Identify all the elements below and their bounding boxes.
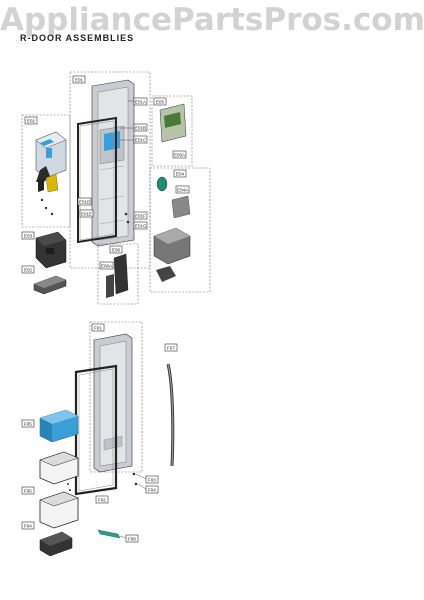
label-e06a: E06A <box>101 264 112 269</box>
callout-f05[interactable] <box>21 419 35 428</box>
callout-e05[interactable] <box>153 97 167 106</box>
label-f08: F08 <box>128 537 136 542</box>
group-f04-left: F04 <box>21 521 73 557</box>
label-e01a: E01A <box>135 100 146 105</box>
label-f05: F05 <box>24 422 32 427</box>
dispenser-motor-part[interactable] <box>156 176 168 192</box>
diagram-title: R-DOOR ASSEMBLIES <box>20 33 135 43</box>
label-f04-left: F04 <box>24 524 32 529</box>
callout-e01g[interactable] <box>133 221 148 230</box>
callout-f04-left[interactable] <box>21 521 35 530</box>
label-f03: F03 <box>148 478 156 483</box>
clip-part[interactable] <box>97 529 121 539</box>
guard-part[interactable] <box>33 275 67 295</box>
group-e04: E04 E04A <box>149 167 211 293</box>
screw-icon <box>40 198 44 202</box>
screw-icon <box>44 206 48 210</box>
screw-icon <box>126 220 130 224</box>
callout-e01b[interactable] <box>133 123 148 132</box>
callout-e01[interactable] <box>72 75 86 84</box>
group-e05: E05 E05A <box>151 95 193 167</box>
callout-e03[interactable] <box>21 231 35 240</box>
door-bin-blue-part[interactable] <box>39 409 79 443</box>
ice-chute-part[interactable] <box>35 231 67 269</box>
label-e01e: E01E <box>81 212 92 217</box>
screw-icon <box>50 212 54 216</box>
actuator-part[interactable] <box>171 195 191 219</box>
hinge-cover-part[interactable] <box>106 274 114 298</box>
screw-icon <box>132 472 136 476</box>
label-f06: F06 <box>24 489 32 494</box>
end-cap-part[interactable] <box>39 531 73 557</box>
label-f02: F02 <box>98 498 106 503</box>
label-e01g: E01G <box>135 224 147 229</box>
callout-e02-lower[interactable] <box>21 265 35 274</box>
hinge-bracket-part[interactable] <box>113 253 129 295</box>
callout-f06[interactable] <box>21 486 35 495</box>
group-e01: E01 E01A E01B E01C E01D E01E E01F E01G <box>69 71 151 269</box>
callout-e04a[interactable] <box>175 185 190 194</box>
label-e01f: E01F <box>135 214 146 219</box>
callout-e01c[interactable] <box>133 135 148 144</box>
group-f01: F01 F03 F04 F02 <box>74 321 159 504</box>
group-e06-outline <box>97 243 139 305</box>
label-f04: F04 <box>148 488 156 493</box>
door-bin-upper-part[interactable] <box>39 451 79 485</box>
label-e06: E06 <box>112 248 121 253</box>
group-e03: E03 <box>21 231 67 269</box>
label-e01c: E01C <box>135 138 147 143</box>
group-e06: E06 E06A <box>97 243 139 305</box>
door-bin-lower-part[interactable] <box>39 491 79 529</box>
label-e02: E02 <box>27 119 36 124</box>
callout-e02[interactable] <box>24 116 38 125</box>
group-e02-lower: E02 <box>21 265 67 295</box>
ice-maker-part[interactable] <box>35 131 67 193</box>
callout-e05a[interactable] <box>172 150 187 159</box>
flap-part[interactable] <box>156 266 176 282</box>
label-e04a: E04A <box>177 188 188 193</box>
group-f05: F05 <box>21 409 79 443</box>
label-e01d: E01D <box>79 200 91 205</box>
callout-e01e[interactable] <box>79 209 94 218</box>
screw-icon <box>124 212 128 216</box>
label-e05a: E05A <box>174 153 185 158</box>
group-e04-outline <box>149 167 211 293</box>
group-e05-outline <box>151 95 193 167</box>
callout-f02[interactable] <box>95 495 109 504</box>
screw-icon <box>69 489 71 491</box>
group-e02-outline <box>21 114 71 228</box>
door-panel-upper[interactable] <box>91 79 135 247</box>
door-gasket-lower[interactable] <box>74 364 118 496</box>
gasket-inner-line-lower <box>78 368 114 492</box>
group-e02: E02 <box>21 114 71 228</box>
callout-f08[interactable] <box>125 534 139 543</box>
callout-f04[interactable] <box>145 485 159 494</box>
callout-f03[interactable] <box>145 475 159 484</box>
screw-icon <box>134 482 138 486</box>
label-e04: E04 <box>176 172 185 177</box>
label-f07: F07 <box>167 346 175 351</box>
callout-e01f[interactable] <box>133 211 148 220</box>
label-e02-lower: E02 <box>24 268 33 273</box>
label-f01: F01 <box>94 326 102 331</box>
callout-e01d[interactable] <box>77 197 92 206</box>
group-f08: F08 <box>97 529 139 543</box>
callout-f07[interactable] <box>164 343 178 352</box>
label-e01b: E01B <box>135 126 146 131</box>
group-f06: F06 <box>21 451 79 529</box>
callout-f01[interactable] <box>91 323 105 332</box>
callout-e04[interactable] <box>173 169 187 178</box>
label-e03: E03 <box>24 234 33 239</box>
group-f07: F07 <box>164 343 178 467</box>
label-e05: E05 <box>156 100 165 105</box>
label-e01: E01 <box>75 78 84 83</box>
callout-e01a[interactable] <box>133 97 148 106</box>
callout-e06a[interactable] <box>99 261 114 270</box>
screw-icon <box>67 483 69 485</box>
callout-e06[interactable] <box>109 245 123 254</box>
